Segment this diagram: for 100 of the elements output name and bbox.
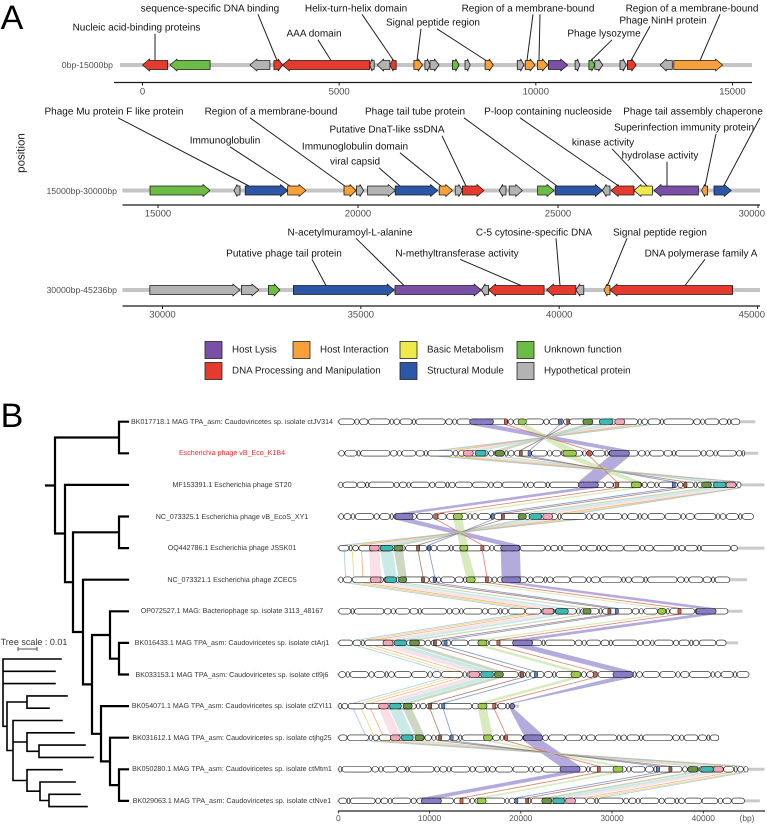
- gene-glyph: [438, 184, 453, 197]
- gene-glyph: [356, 184, 364, 197]
- leader-line: [250, 117, 346, 186]
- gene-annotation: Phage tail assembly chaperone: [623, 106, 763, 118]
- leader-line: [416, 28, 422, 61]
- gene-glyph: [498, 184, 506, 197]
- gene-annotation: Phage lysozyme: [567, 28, 641, 40]
- gene-annotation: Region of a membrane-bound: [626, 2, 758, 14]
- axis-tick-label: 15000: [144, 210, 172, 220]
- axis-tick-label: 35000: [348, 310, 374, 322]
- gene-annotation: Signal peptide region: [613, 226, 707, 238]
- gene-glyph: [394, 184, 438, 197]
- leader-line: [684, 258, 706, 286]
- gene-annotation: C-5 cytosine-specific DNA: [476, 226, 592, 238]
- axis-tick-label: 45000: [738, 310, 765, 322]
- gene-glyph: [170, 58, 210, 72]
- gene-glyph: [282, 58, 370, 72]
- axis-tick-label: 0: [336, 814, 341, 824]
- gene-glyph: [576, 284, 584, 296]
- leader-line: [442, 135, 466, 186]
- leader-line: [230, 146, 290, 186]
- gene-annotation: Helix-turn-helix domain: [304, 2, 408, 14]
- axis-tick-label: 30000: [738, 210, 765, 220]
- legend-label: Unknown function: [544, 344, 622, 356]
- gene-glyph: [274, 58, 283, 72]
- gene-annotation: Putative phage tail protein: [226, 248, 342, 260]
- row-label: 30000bp-45236bp: [46, 285, 117, 295]
- gene-glyph: [268, 284, 280, 296]
- legend-label: DNA Processing and Manipulation: [232, 365, 381, 377]
- gene-glyph: [548, 58, 568, 72]
- gene-glyph: [588, 58, 596, 72]
- gene-annotation: Phage Mu protein F like protein: [44, 106, 184, 118]
- gene-glyph: [634, 184, 653, 197]
- gene-glyph: [701, 184, 708, 197]
- leader-line: [154, 33, 156, 61]
- gene-glyph: [452, 58, 460, 72]
- legend-label: Basic Metabolism: [427, 344, 504, 356]
- axis-tick-label: 10000: [522, 87, 549, 98]
- leader-line: [526, 14, 534, 61]
- gene-glyph: [369, 58, 375, 72]
- gene-annotation: AAA domain: [286, 28, 342, 40]
- legend-label: Host Lysis: [232, 344, 277, 356]
- gene-annotation: Signal peptide region: [386, 17, 480, 29]
- leader-line: [378, 167, 400, 186]
- leader-line: [666, 161, 668, 186]
- leader-line: [356, 238, 404, 286]
- gene-glyph: [149, 284, 240, 296]
- gene-glyph: [620, 58, 627, 72]
- gene-annotation: Phage NinH protein: [619, 14, 707, 26]
- leader-line: [460, 258, 522, 286]
- axis-title: position: [15, 133, 28, 173]
- leader-line: [704, 133, 716, 186]
- gene-glyph: [464, 58, 470, 72]
- leader-line: [520, 117, 620, 186]
- leader-line: [590, 39, 612, 61]
- gene-glyph: [516, 58, 524, 72]
- gene-glyph: [414, 58, 423, 72]
- legend-label: Structural Module: [427, 365, 504, 377]
- gene-glyph: [142, 58, 168, 72]
- gene-glyph: [714, 184, 732, 197]
- gene-glyph: [394, 284, 482, 296]
- gene-annotation: kinase activity: [572, 137, 634, 149]
- gene-glyph: [234, 184, 240, 197]
- leader-line: [556, 238, 560, 286]
- gene-glyph: [454, 184, 463, 197]
- leader-line: [612, 148, 648, 186]
- gene-glyph: [554, 184, 603, 197]
- axis-tick-label: 25000: [544, 210, 572, 220]
- legend-label: Host Interaction: [320, 344, 389, 356]
- gene-annotation: P-loop containing nucleoside: [484, 106, 612, 118]
- gene-glyph: [250, 58, 270, 72]
- axis-tick-label: 30000: [149, 310, 176, 322]
- gene-glyph: [602, 184, 610, 197]
- gene-annotation: Nucleic acid-binding proteins: [72, 22, 200, 34]
- leader-line: [700, 14, 720, 61]
- gene-glyph: [390, 58, 397, 72]
- leader-line: [723, 117, 760, 186]
- axis-tick-label: 40000: [546, 310, 572, 322]
- gene-glyph: [524, 58, 536, 72]
- leader-line: [118, 117, 250, 186]
- leader-line: [436, 28, 486, 61]
- row-label: 0bp-15000bp: [62, 60, 113, 70]
- gene-glyph: [287, 184, 306, 197]
- gene-glyph: [610, 284, 733, 296]
- gene-glyph: [424, 58, 430, 72]
- axis-tick-label: 15000: [719, 87, 746, 98]
- gene-annotation: Putative DnaT-like ssDNA: [329, 124, 445, 136]
- gene-glyph: [488, 284, 544, 296]
- leader-line: [607, 238, 628, 286]
- gene-glyph: [537, 184, 554, 197]
- gene-annotation: Immunoglobulin: [190, 135, 260, 147]
- leader-line: [400, 152, 442, 186]
- leader-line: [630, 26, 650, 61]
- genome-track: [120, 58, 752, 72]
- axis-tick-label: 10000: [418, 814, 442, 824]
- gene-annotation: viral capsid: [330, 156, 380, 168]
- panel-letter: A: [0, 1, 24, 35]
- legend-label: Hypothetical protein: [544, 365, 631, 377]
- genome-track: [122, 184, 760, 197]
- gene-glyph: [660, 58, 673, 72]
